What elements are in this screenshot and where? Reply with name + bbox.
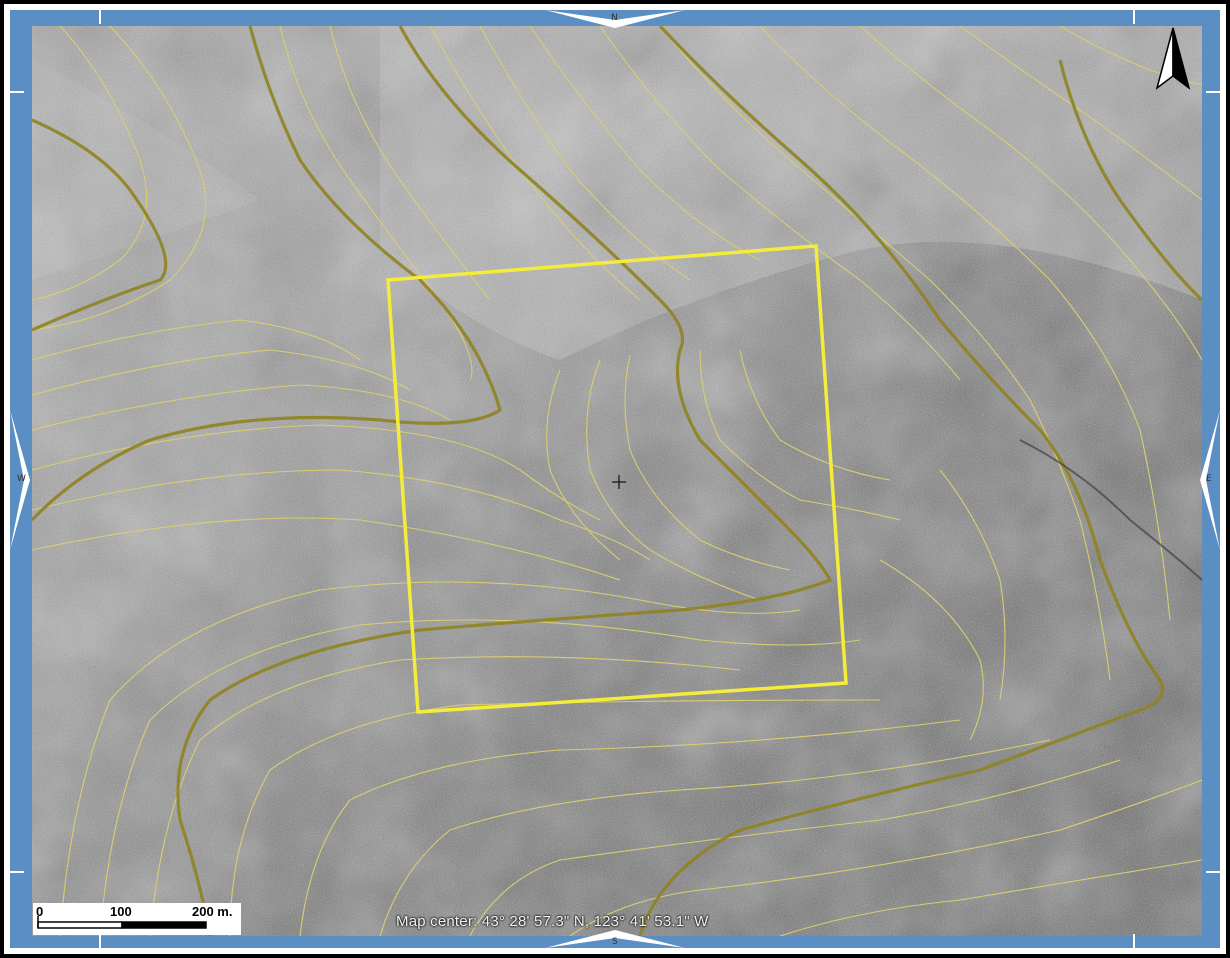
scale-tick-0: 0 (36, 904, 44, 919)
scale-tick-200: 200 m. (192, 904, 233, 919)
north-arrow-icon[interactable] (1155, 27, 1191, 90)
north-label: N (611, 13, 618, 23)
contour-lines-minor (32, 26, 1202, 936)
map-center-readout: Map center: 43° 28' 57.3" N, 123° 41' 53… (396, 913, 709, 930)
scale-tick-100: 100 (110, 904, 132, 919)
west-label: W (17, 474, 26, 484)
satellite-imagery (32, 26, 1202, 936)
scale-bar (33, 903, 241, 935)
south-label: S (612, 937, 618, 947)
east-label: E (1206, 474, 1212, 484)
compass-markers (10, 10, 1220, 948)
selection-box[interactable] (386, 244, 848, 714)
contour-lines-index (32, 26, 1202, 936)
crosshair-icon (612, 475, 626, 489)
